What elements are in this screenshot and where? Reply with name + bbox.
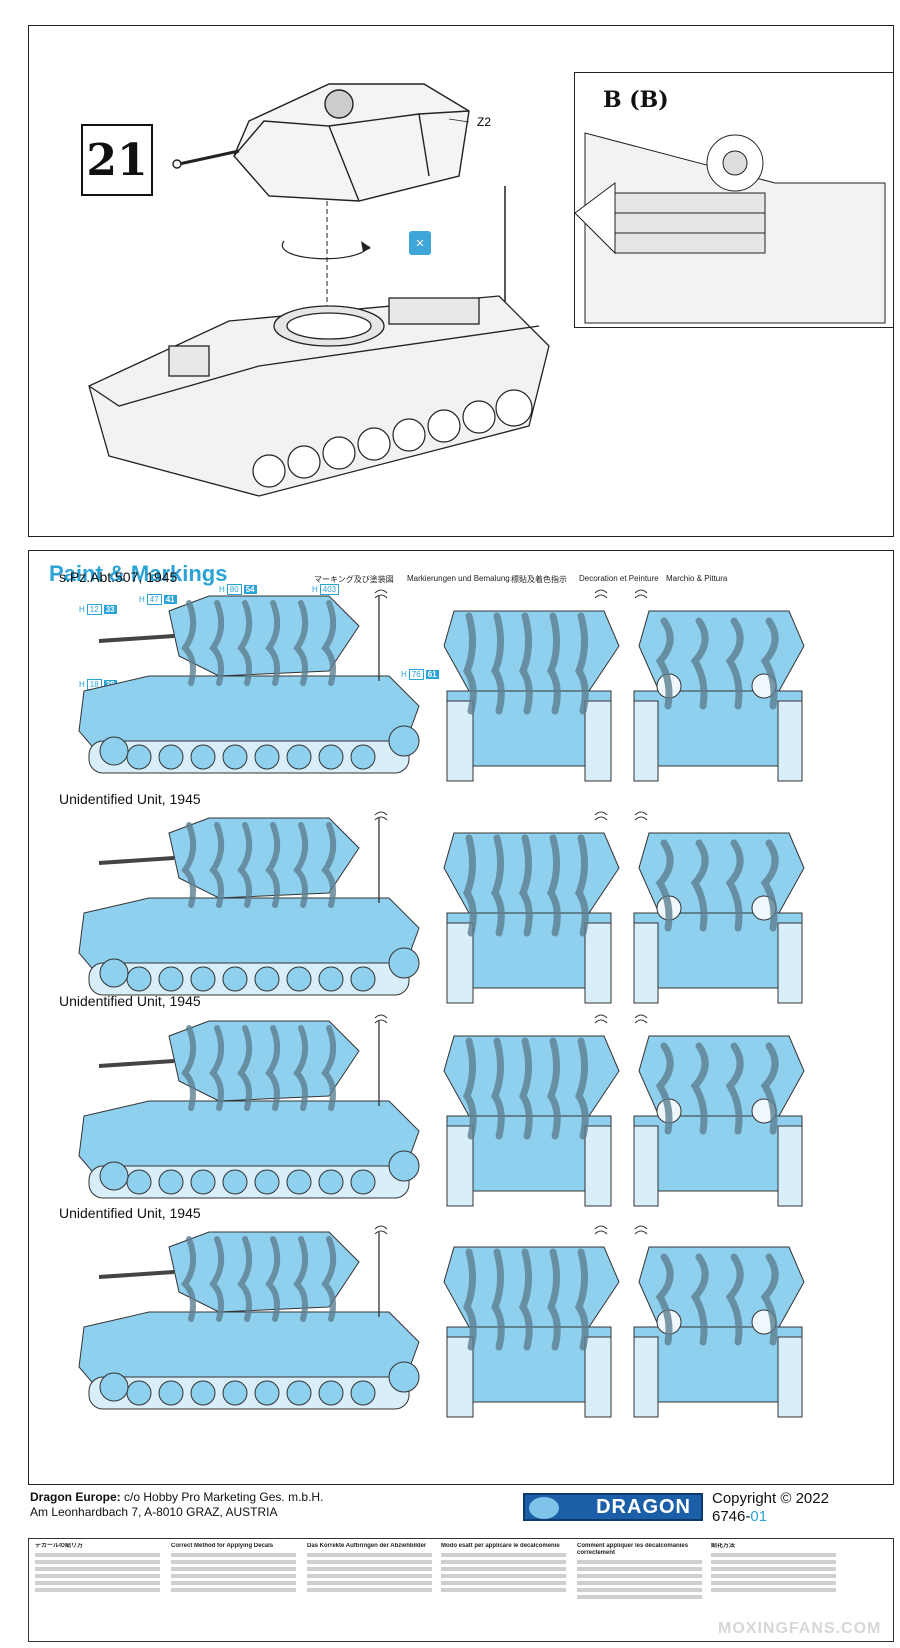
decal-instructions-en: Correct Method for Applying Decals xyxy=(171,1543,296,1639)
decal-instructions-de: Das Korrekte Aufbringen der Abziehbilder xyxy=(307,1543,432,1639)
part-label-z2: Z2 xyxy=(477,115,491,129)
assembly-step-panel: 21 Z2 xyxy=(28,25,894,537)
turret-drawing xyxy=(172,83,470,202)
company-detail: c/o Hobby Pro Marketing Ges. m.b.H. xyxy=(120,1490,324,1504)
front-profile xyxy=(443,1035,620,1207)
paint-title: Paint & Markings xyxy=(49,561,228,586)
copyright-block: Copyright © 2022 6746-01 xyxy=(712,1490,829,1526)
company-name: Dragon Europe: xyxy=(30,1490,121,1504)
kit-code: 6746- xyxy=(712,1508,751,1525)
rear-profile xyxy=(633,1246,805,1418)
assembly-illustration: Z2 xyxy=(88,83,550,497)
front-profile xyxy=(443,1246,620,1418)
watermark: MOXINGFANS.COM xyxy=(718,1620,882,1637)
decal-instructions-cn: 贴花方法 xyxy=(711,1543,836,1639)
scheme-2-label: Unidentified Unit, 1945 xyxy=(59,791,201,807)
side-profile xyxy=(78,817,420,996)
dragon-logo: DRAGON xyxy=(523,1493,703,1521)
scheme-1-label: s.Pz.Abt.507, 1945 xyxy=(59,569,178,585)
rear-profile xyxy=(633,1035,805,1207)
front-profile xyxy=(443,832,620,1004)
heading-german: Markierungen und Bemalung xyxy=(407,574,510,583)
heading-japanese: マーキング及び塗装図 xyxy=(314,575,394,584)
step-number: 21 xyxy=(81,124,153,196)
scheme-3-label: Unidentified Unit, 1945 xyxy=(59,993,201,1009)
paint-markings-panel: Paint & Markings マーキング及び塗装図 Markierungen… xyxy=(28,550,894,1485)
front-profile xyxy=(443,610,620,782)
heading-italian: Marchio & Pittura xyxy=(666,574,728,583)
heading-chinese: 標貼及着色指示 xyxy=(511,575,567,584)
copyright-text: Copyright © 2022 xyxy=(712,1490,829,1507)
hull-drawing xyxy=(88,295,550,497)
side-profile xyxy=(78,1231,420,1410)
heading-french: Decoration et Peinture xyxy=(579,574,659,583)
rear-profile xyxy=(633,832,805,1004)
company-address: Am Leonhardbach 7, A-8010 GRAZ, AUSTRIA xyxy=(30,1505,278,1519)
kit-code-suffix: 01 xyxy=(750,1508,768,1525)
inset-callout: B (B) xyxy=(603,87,669,113)
decal-instructions-fr: Comment appliquer les décalcomanies corr… xyxy=(577,1543,702,1639)
road-wheels xyxy=(252,389,533,488)
decal-instructions-jp: デカールの貼り方 xyxy=(35,1543,160,1639)
decal-instructions-it: Modo esatt per applicare le decalcomenie xyxy=(441,1543,566,1639)
decal-instructions: デカールの貼り方 Correct Method for Applying Dec… xyxy=(28,1538,894,1642)
detail-inset: B (B) xyxy=(574,72,894,328)
scheme-4-label: Unidentified Unit, 1945 xyxy=(59,1205,201,1221)
rear-profile xyxy=(633,610,805,782)
publisher-address: Dragon Europe: c/o Hobby Pro Marketing G… xyxy=(30,1490,323,1520)
inset-illustration xyxy=(574,132,886,324)
side-profile xyxy=(78,595,420,774)
camo-profiles xyxy=(78,589,805,1418)
side-profile xyxy=(78,1020,420,1199)
cement-icon: ✕ xyxy=(409,231,431,255)
